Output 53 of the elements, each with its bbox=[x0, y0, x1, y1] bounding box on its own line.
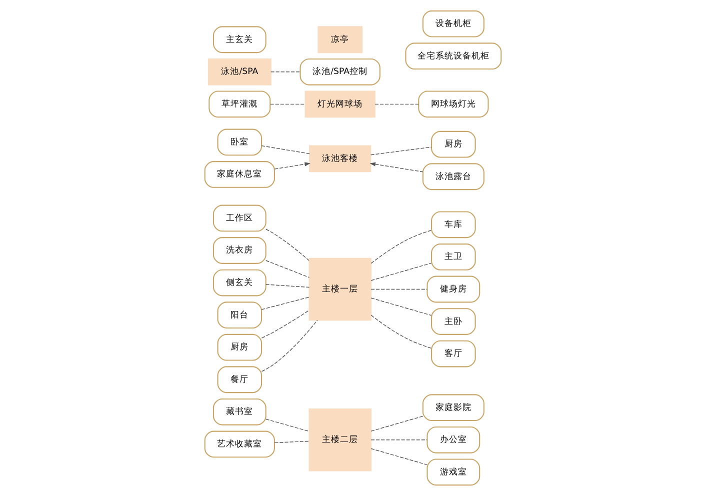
connector bbox=[370, 298, 432, 316]
connector bbox=[266, 260, 310, 278]
node-box: 卧室 bbox=[217, 128, 262, 156]
node-box: 网球场灯光 bbox=[418, 90, 489, 118]
connector bbox=[266, 228, 310, 261]
connector bbox=[270, 104, 306, 105]
connector bbox=[370, 448, 428, 466]
node-box: 灯光网球场 bbox=[304, 90, 376, 118]
connector bbox=[370, 146, 432, 156]
connector bbox=[266, 418, 310, 432]
connector bbox=[370, 314, 432, 349]
arrow bbox=[274, 162, 310, 170]
connector bbox=[370, 288, 428, 290]
node-box: 泳池露台 bbox=[422, 163, 484, 190]
node-box: 艺术收藏室 bbox=[204, 430, 275, 458]
connector bbox=[370, 416, 424, 432]
node-box: 泳池/SPA控制 bbox=[300, 58, 380, 86]
node-box: 厨房 bbox=[431, 130, 476, 158]
node-box: 泳池客楼 bbox=[309, 145, 372, 172]
node-box: 厨房 bbox=[217, 334, 262, 361]
node-box: 洗衣房 bbox=[212, 237, 266, 264]
arrow bbox=[370, 162, 424, 172]
connector bbox=[370, 230, 432, 264]
node-box: 游戏室 bbox=[426, 458, 480, 486]
node-box: 工作区 bbox=[212, 204, 266, 232]
node-box: 藏书室 bbox=[212, 398, 266, 426]
node-box: 主卫 bbox=[431, 244, 476, 270]
node-box: 阳台 bbox=[217, 302, 262, 329]
node-box: 家庭影院 bbox=[422, 394, 484, 422]
node-box: 餐厅 bbox=[217, 366, 262, 394]
connector bbox=[274, 440, 310, 444]
connector bbox=[266, 284, 310, 288]
node-box: 办公室 bbox=[426, 426, 480, 454]
node-box: 主卧 bbox=[431, 308, 476, 335]
node-box: 侧玄关 bbox=[212, 269, 266, 296]
connector bbox=[374, 104, 419, 105]
connector bbox=[261, 296, 310, 310]
node-box: 设备机柜 bbox=[422, 10, 484, 38]
node-box: 客厅 bbox=[431, 340, 476, 368]
node-box: 主楼二层 bbox=[308, 408, 372, 472]
connector bbox=[261, 320, 318, 372]
node-box: 全宅系统设备机柜 bbox=[405, 42, 502, 70]
connector bbox=[261, 145, 310, 154]
node-box: 凉亭 bbox=[318, 26, 362, 54]
node-box: 车库 bbox=[431, 211, 476, 238]
node-box: 主玄关 bbox=[212, 26, 266, 54]
connector bbox=[370, 262, 432, 281]
node-box: 家庭休息室 bbox=[204, 161, 275, 188]
node-box: 草坪灌溉 bbox=[208, 90, 271, 118]
node-box: 健身房 bbox=[426, 276, 480, 303]
connector bbox=[261, 310, 310, 338]
node-box: 泳池/SPA bbox=[208, 58, 272, 86]
node-box: 主楼一层 bbox=[308, 258, 372, 321]
